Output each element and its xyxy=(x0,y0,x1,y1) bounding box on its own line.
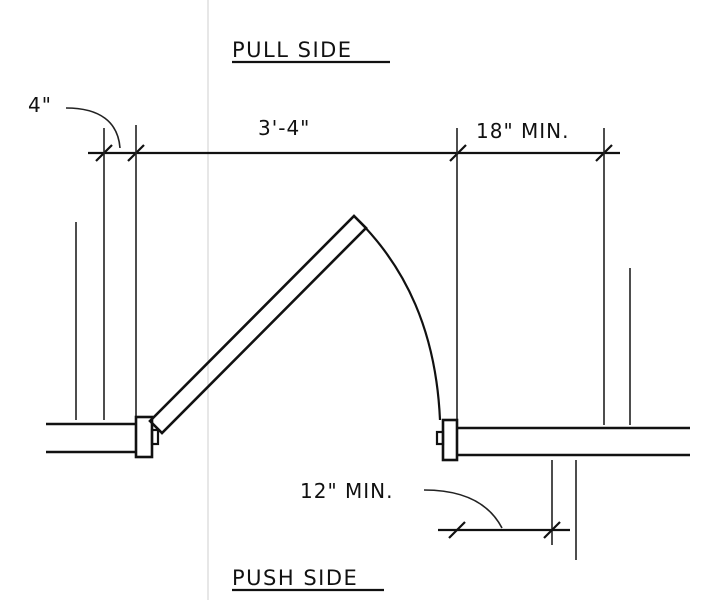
dimension-ticks-bottom xyxy=(448,521,561,539)
extension-lines-right xyxy=(456,128,631,425)
dim-latch-push-label: 12" MIN. xyxy=(300,479,393,503)
left-wall xyxy=(46,422,136,454)
right-jamb xyxy=(441,418,459,462)
strike-plate-icon xyxy=(435,430,445,446)
left-jamb xyxy=(134,415,154,459)
leader-4in xyxy=(65,107,121,149)
door-swing-arc xyxy=(359,221,442,421)
right-wall xyxy=(457,426,690,457)
dim-door-width-label: 3'-4" xyxy=(258,116,310,140)
leader-12in xyxy=(423,489,503,529)
push-side-title: PUSH SIDE xyxy=(232,566,358,590)
dim-latch-pull-label: 18" MIN. xyxy=(476,119,569,143)
door-leaf xyxy=(148,214,368,435)
dim-wall-offset-label: 4" xyxy=(28,93,52,117)
hinge-icon xyxy=(150,428,160,446)
extension-lines-left xyxy=(75,125,137,420)
extension-lines-bottom xyxy=(551,460,577,560)
pull-side-title: PULL SIDE xyxy=(232,38,353,62)
